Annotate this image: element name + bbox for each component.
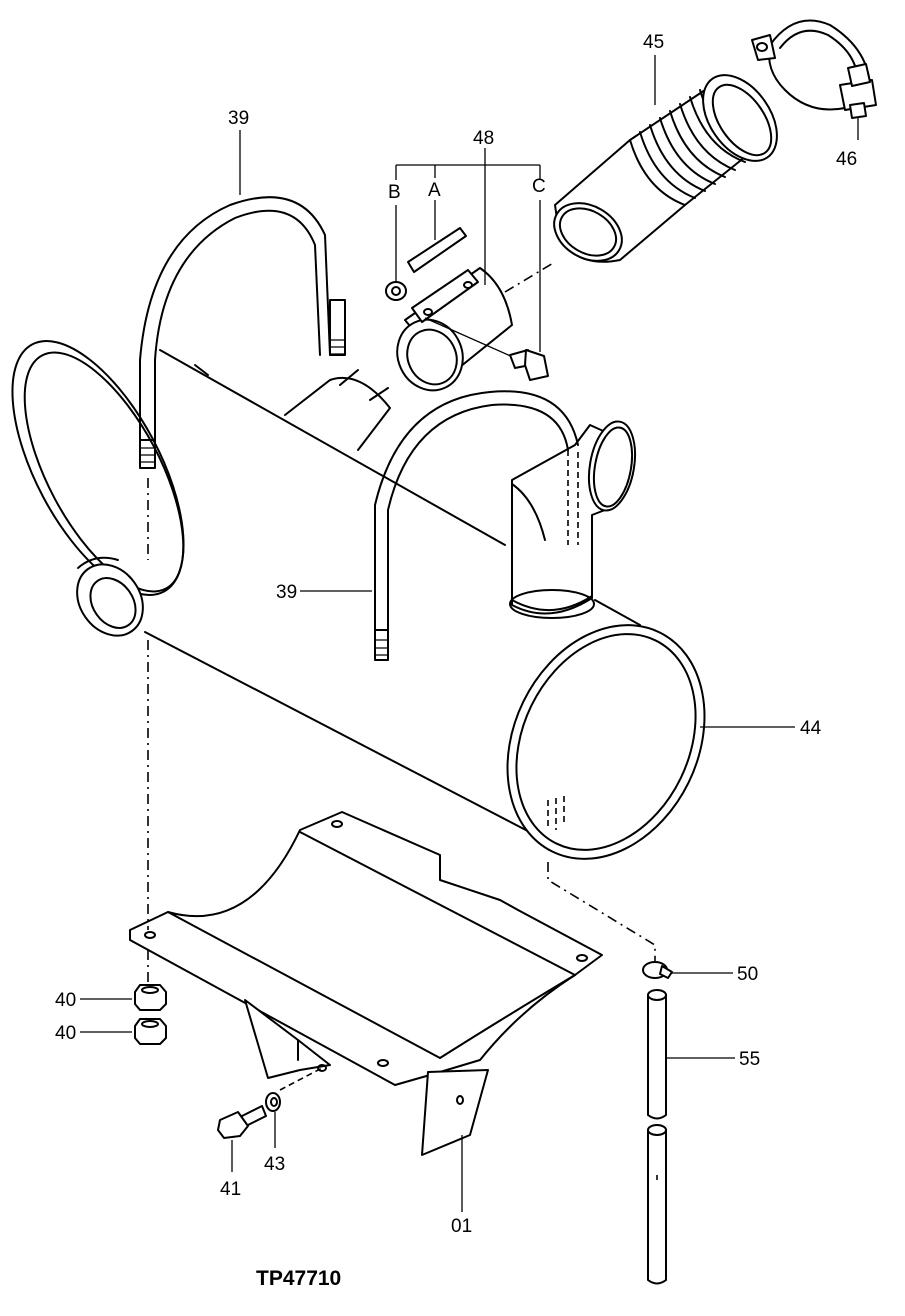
- callout-A: A: [428, 180, 441, 201]
- callout-40-upper: 40: [55, 990, 76, 1011]
- u-bolt-middle: [374, 390, 579, 661]
- callout-40-lower: 40: [55, 1023, 76, 1044]
- callout-55: 55: [739, 1049, 760, 1070]
- pipe-clamp: [751, 19, 877, 140]
- exhaust-bellows: [504, 74, 778, 293]
- exhaust-clamp: [385, 148, 549, 392]
- callout-B: B: [388, 182, 401, 203]
- bolt: [217, 1105, 267, 1139]
- muffler: [11, 340, 706, 860]
- callout-46: 46: [836, 149, 857, 170]
- nut-lower: [134, 1018, 167, 1045]
- drain-hose: [647, 989, 667, 1285]
- callout-01: 01: [451, 1216, 472, 1237]
- callout-41: 41: [220, 1179, 241, 1200]
- callout-39-top: 39: [228, 108, 249, 129]
- callout-45: 45: [643, 32, 664, 53]
- figure-id-label: TP47710: [256, 1267, 341, 1290]
- callout-44: 44: [800, 718, 822, 739]
- u-bolt-top: [139, 196, 346, 469]
- nut-upper: [134, 984, 167, 1011]
- callout-C: C: [532, 176, 546, 197]
- washer: [265, 1092, 281, 1112]
- callout-48: 48: [473, 128, 494, 149]
- assembly-lines: [147, 478, 658, 1180]
- callout-39-middle: 39: [276, 582, 297, 603]
- muffler-bracket: [129, 811, 603, 1156]
- callout-50: 50: [737, 964, 758, 985]
- hose-clamp: [642, 961, 673, 979]
- leader-lines: [80, 55, 795, 1212]
- callout-43: 43: [264, 1154, 285, 1175]
